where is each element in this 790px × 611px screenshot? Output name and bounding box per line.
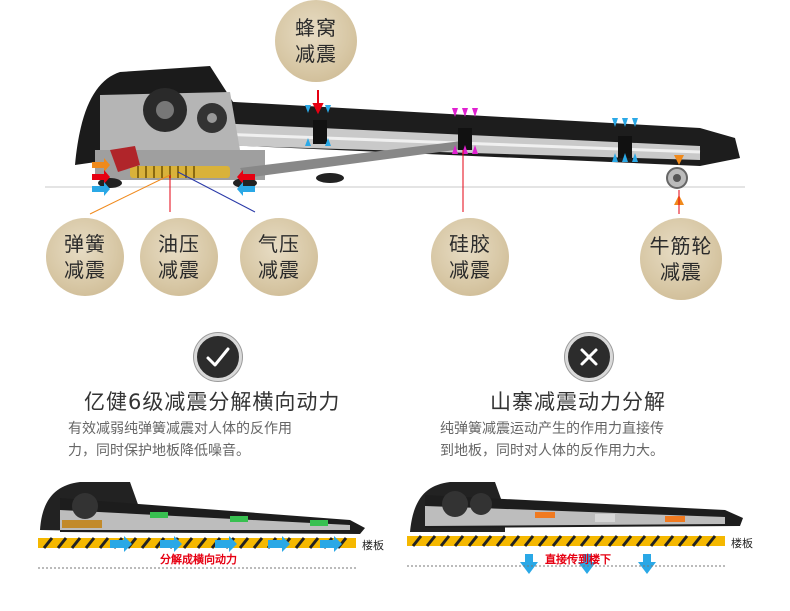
left-panel-title: 亿健6级减震分解横向动力: [84, 390, 341, 414]
silicone-label-line1: 硅胶: [449, 232, 491, 256]
right-panel-desc: 纯弹簧减震运动产生的作用力直接传 到地板，同时对人体的反作用力大。: [440, 418, 760, 462]
left-panel-desc: 有效减弱纯弹簧减震对人体的反作用 力，同时保护地板降低噪音。: [68, 418, 388, 462]
right-panel-title: 山寨减震动力分解: [490, 390, 666, 414]
tendon-wheel-label-line1: 牛筋轮: [649, 234, 713, 258]
air-label-line2: 减震: [258, 258, 300, 282]
air-label-line1: 气压: [258, 232, 300, 256]
oil-label: 油压减震: [140, 218, 218, 296]
treadmill-diagram: [45, 66, 745, 215]
honeycomb-label-line2: 减震: [295, 42, 337, 66]
oil-label-line1: 油压: [158, 232, 200, 256]
tendon-wheel-label-line2: 减震: [660, 260, 702, 284]
right-floor-label: 楼板: [731, 537, 753, 550]
silicone-label-line2: 减震: [449, 258, 491, 282]
honeycomb-label: 蜂窝减震: [275, 0, 357, 82]
spring-label-line2: 减震: [64, 258, 106, 282]
right-mini-treadmill: [407, 482, 743, 574]
cross-icon: [565, 333, 613, 381]
left-floor-label: 楼板: [362, 539, 384, 552]
honeycomb-label-line1: 蜂窝: [295, 16, 337, 40]
silicone-label: 硅胶减震: [431, 218, 509, 296]
right-panel-desc-line1: 纯弹簧减震运动产生的作用力直接传: [440, 421, 664, 437]
check-icon: [194, 333, 242, 381]
right-panel-desc-line2: 到地板，同时对人体的反作用力大。: [440, 443, 664, 459]
right-caption: 直接传到楼下: [545, 553, 611, 566]
left-caption: 分解成横向动力: [160, 553, 237, 566]
tendon-wheel-label: 牛筋轮减震: [640, 218, 722, 300]
left-panel-desc-line2: 力，同时保护地板降低噪音。: [68, 443, 250, 459]
left-mini-treadmill: [38, 482, 365, 569]
spring-label: 弹簧减震: [46, 218, 124, 296]
left-panel-desc-line1: 有效减弱纯弹簧减震对人体的反作用: [68, 421, 292, 437]
oil-label-line2: 减震: [158, 258, 200, 282]
spring-label-line1: 弹簧: [64, 232, 106, 256]
air-label: 气压减震: [240, 218, 318, 296]
